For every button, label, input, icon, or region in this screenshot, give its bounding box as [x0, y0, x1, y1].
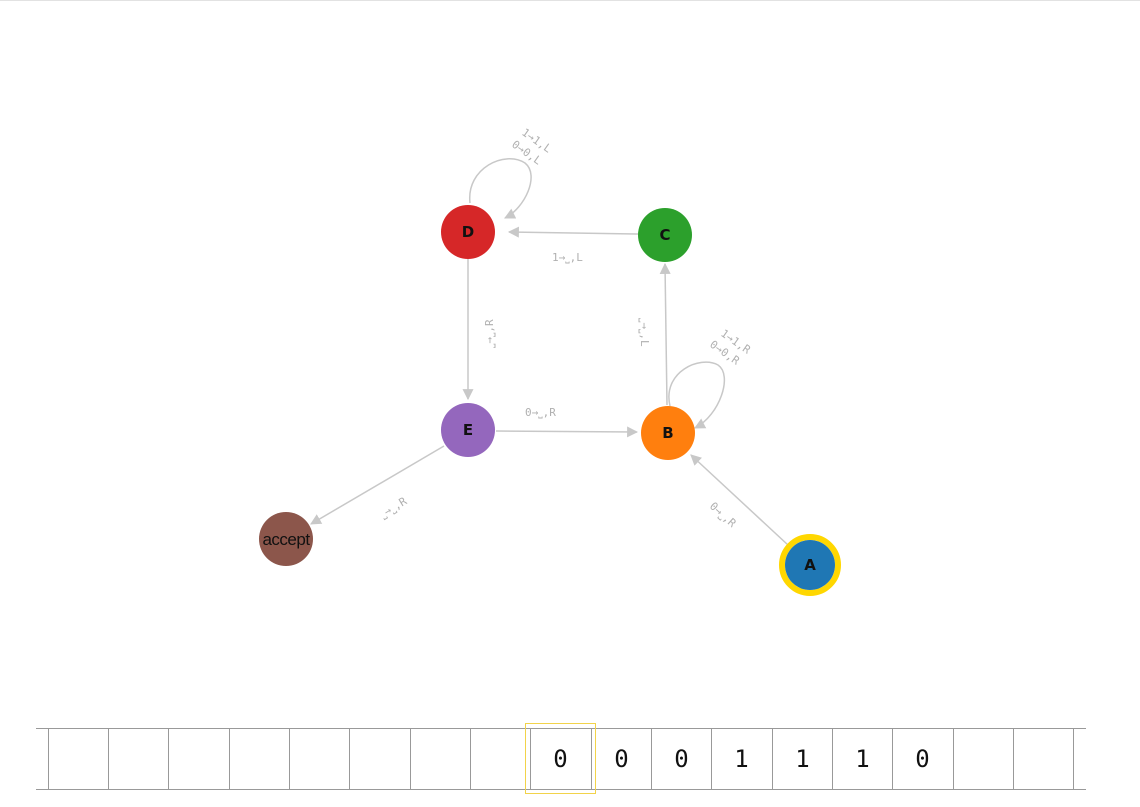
edge-e-accept	[310, 445, 445, 525]
state-e-label: E	[463, 421, 473, 439]
edge-labels: 0→⎵,R 1→1,R 0→0,R ⎵→⎵,L 1→⎵,L 1→1,L 0→0,…	[378, 126, 753, 530]
current-state-ring	[779, 534, 841, 596]
edge-a-b	[690, 454, 789, 546]
edge-b-b-loop	[668, 361, 726, 429]
state-a[interactable]: A	[779, 534, 841, 596]
top-divider	[0, 0, 1140, 1]
tape-cell[interactable]	[953, 728, 1013, 790]
tape-bottom-border	[36, 789, 1086, 790]
state-diagram: 0→⎵,R 1→1,R 0→0,R ⎵→⎵,L 1→⎵,L 1→1,L 0→0,…	[259, 126, 841, 596]
tape-cell[interactable]: 1	[772, 728, 832, 790]
tape-cell[interactable]	[470, 728, 530, 790]
tape-top-border	[36, 728, 1086, 729]
edge-b-c	[659, 262, 671, 406]
state-a-circle	[785, 540, 835, 590]
state-accept[interactable]: accept	[259, 512, 313, 566]
edge-label-a-b: 0→⎵,R	[707, 500, 739, 531]
tape-cell[interactable]	[48, 728, 108, 790]
state-b[interactable]: B	[641, 406, 695, 460]
tape-cell[interactable]: 0	[651, 728, 711, 790]
state-c-label: C	[659, 226, 670, 244]
tape-cell[interactable]	[289, 728, 349, 790]
tape: 0 0 0 1 1 1 0	[36, 728, 1086, 790]
state-b-circle	[641, 406, 695, 460]
edge-e-b	[495, 426, 639, 438]
edge-label-e-accept: ⎵→⎵,R	[378, 494, 410, 520]
tape-cell[interactable]: 1	[832, 728, 892, 790]
tape-cell[interactable]: 0	[892, 728, 952, 790]
state-d-label: D	[462, 223, 474, 241]
state-e[interactable]: E	[441, 403, 495, 457]
tape-cell-head[interactable]: 0	[530, 728, 590, 790]
tape-cell[interactable]	[410, 728, 470, 790]
tape-cell[interactable]	[1073, 728, 1086, 790]
state-d[interactable]: D	[441, 205, 495, 259]
state-accept-circle	[259, 512, 313, 566]
state-e-circle	[441, 403, 495, 457]
state-accept-label: accept	[262, 530, 310, 549]
tape-head-indicator	[525, 723, 596, 794]
tape-cell[interactable]	[168, 728, 228, 790]
edges	[310, 158, 789, 546]
tape-cell[interactable]	[229, 728, 289, 790]
tape-cell[interactable]: 0	[591, 728, 651, 790]
edge-label-c-d: 1→⎵,L	[552, 251, 583, 264]
edge-c-d	[507, 226, 639, 238]
tape-cell[interactable]	[108, 728, 168, 790]
edge-label-d-e: ⎵→⎵,R	[483, 319, 496, 348]
state-b-label: B	[662, 424, 673, 442]
state-c[interactable]: C	[638, 208, 692, 262]
edge-label-e-b: 0→⎵,R	[525, 406, 556, 419]
state-a-label: A	[804, 556, 816, 574]
state-d-circle	[441, 205, 495, 259]
edge-label-b-c: ⎵→⎵,L	[638, 318, 651, 347]
tape-cell[interactable]	[349, 728, 409, 790]
edge-d-d-loop	[469, 158, 532, 219]
tape-cell[interactable]	[1013, 728, 1073, 790]
state-c-circle	[638, 208, 692, 262]
tape-cell[interactable]: 1	[711, 728, 771, 790]
